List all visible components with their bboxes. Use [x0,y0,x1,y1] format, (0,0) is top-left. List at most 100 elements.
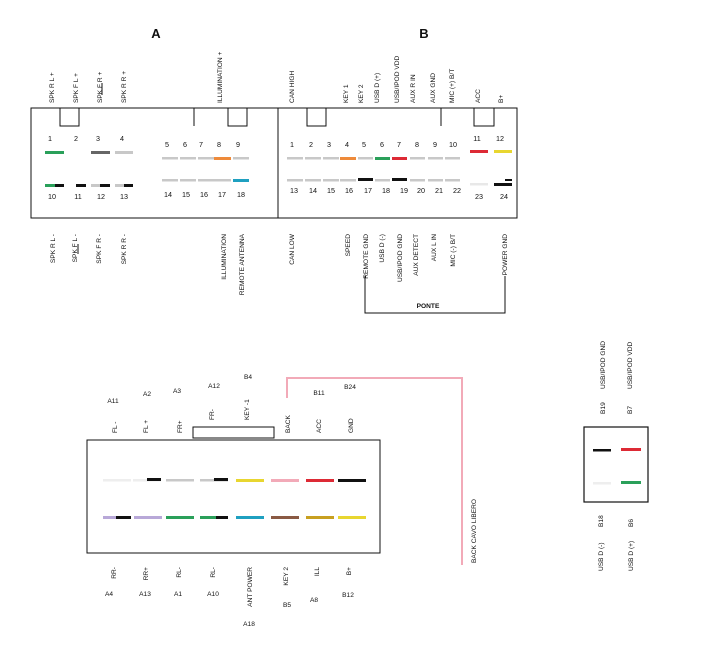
connector-a-wires [45,151,249,187]
pin-number: 21 [435,186,443,195]
label-key-2: KEY 2 [283,567,290,586]
pin-number: 9 [433,140,437,149]
wire-black-yellow [494,183,512,186]
label-gnd: GND [348,418,355,433]
wire-orange [214,157,231,160]
label-rl-minus: RL- [176,567,183,578]
wire-grey-black [91,151,110,154]
label-b-plus: B+ [346,567,353,575]
ponte-label: PONTE [417,303,440,310]
label-acc: ACC [316,419,323,433]
label-usb-d-minus: USB D (-) [598,542,605,571]
pin-number: 9 [236,140,240,149]
pin-number: 16 [345,186,353,195]
label-ill: ILL [314,567,321,576]
pin-number: 5 [165,140,169,149]
pin-number: 15 [327,186,335,195]
code-label: A10 [207,591,219,598]
wire-yellow [236,479,264,482]
label-usb-d-plus: USB D (+) [374,73,381,103]
connector-b-pins-top: 1 2 3 4 5 6 7 8 9 10 11 12 [290,134,504,149]
wire-gold [306,516,334,519]
code-b18: B18 [598,515,605,527]
label-speed: SPEED [345,234,352,257]
pin-number: 6 [183,140,187,149]
pin-number: 19 [400,186,408,195]
label-acc: ACC [475,89,482,103]
wire-stripe [116,516,131,519]
connector-a-key-notch-2 [227,108,248,127]
wire-white [593,482,611,485]
label-key-2: KEY 2 [358,84,365,103]
connector-a-title: A [151,26,161,41]
label-spk-rr-plus: SPK R R + [121,71,128,103]
code-label: A1 [174,591,182,598]
pin-number: 3 [327,140,331,149]
harness-codes-above: A11 A2 A3 A12 B4 B11 B24 [107,374,356,405]
wire-green [166,516,194,519]
wire-grey [428,179,443,182]
pin-number: 14 [164,190,172,199]
wire-stripe [505,179,512,181]
label-fr-plus: FR+ [177,420,184,433]
code-label: B11 [313,390,325,397]
pin-number: 20 [417,186,425,195]
pin-number: 11 [74,192,81,201]
harness-codes-below: A4 A13 A1 A10 A18 B5 A8 B12 [105,591,354,628]
pin-number: 2 [309,140,313,149]
code-b19: B19 [600,402,607,414]
label-aux-l-in: AUX L IN [431,234,438,261]
pin-number: 16 [200,190,208,199]
label-fl-plus: FL + [143,420,150,433]
code-label: A12 [208,383,220,390]
connector-a-pins-top: 1 2 3 4 5 6 7 8 9 [48,134,240,149]
pin-number: 18 [237,190,245,199]
wire-grey [305,157,321,160]
code-label: B5 [283,602,291,609]
label-power-gnd: POWER GND [502,234,509,276]
pin-number: 14 [309,186,317,195]
connector-a-key-notch [59,108,80,127]
connector-b-wires [287,150,512,186]
wire-black [76,184,86,187]
wire-grey [305,179,321,182]
harness-connector-body [86,439,381,554]
connector-b-pins-bottom: 13 14 15 16 17 18 19 20 21 22 23 24 [290,186,508,201]
label-spk-rl-plus: SPK R L + [49,72,56,103]
label-spk-fr-plus: SPK F R + [97,72,104,103]
pin-number: 24 [500,192,508,201]
wire-stripe [100,184,110,187]
label-usb-ipod-gnd: USB/IPOD GND [600,341,607,389]
connector-b-title: B [419,26,428,41]
label-key-minus-1: KEY -1 [244,399,251,420]
wire-red [621,448,641,451]
harness-wires-top [103,478,366,482]
wire-black [593,449,611,452]
label-usb-ipod-gnd: USB/IPOD GND [397,234,404,282]
label-rr-minus: RR- [111,567,118,579]
pin-number: 6 [380,140,384,149]
wire-green [45,151,64,154]
pin-number: 13 [120,192,128,201]
wire-grey [233,157,249,160]
label-spk-fl-minus: SPK F L - [72,234,79,262]
wire-grey [166,479,194,482]
wire-grey [410,157,425,160]
wire-grey [445,179,460,182]
wire-grey [115,151,133,154]
pin-number: 12 [496,134,504,143]
wire-grey [375,179,390,182]
connector-a-pins-bottom: 10 11 12 13 14 15 16 17 18 [48,190,245,201]
label-spk-fr-minus: SPK F R - [96,234,103,264]
wire-grey [287,157,303,160]
wire-grey [180,179,196,182]
wire-red [306,479,334,482]
pin-number: 10 [48,192,56,201]
code-label: A4 [105,591,113,598]
wire-white [103,479,131,482]
harness-key-tab [192,426,275,439]
harness-wires-bottom [103,516,366,519]
label-ant-power: ANT POWER [247,567,254,607]
pin-number: 18 [382,186,390,195]
